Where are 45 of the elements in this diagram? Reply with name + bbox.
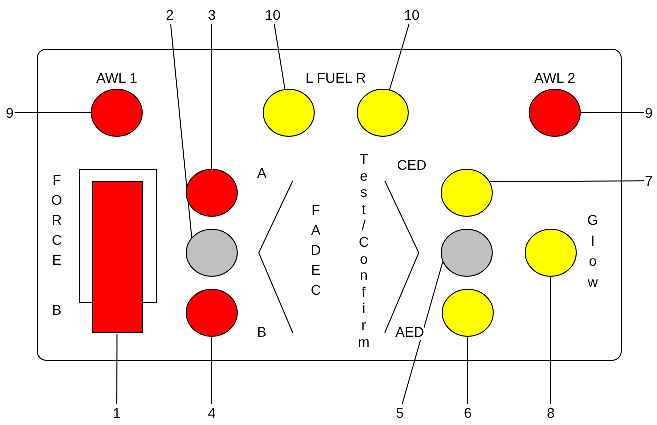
- indicator-light: [357, 89, 409, 137]
- indicator-light: [525, 229, 577, 277]
- leader-line: [389, 24, 410, 90]
- indicator-light: [529, 89, 581, 137]
- indicator-light: [441, 229, 493, 277]
- callout-number: 3: [208, 7, 216, 23]
- panel-label: L FUEL R: [306, 70, 366, 86]
- leader-line: [116, 334, 118, 404]
- indicator-light: [442, 289, 494, 337]
- callout-number: 1: [113, 405, 121, 421]
- callout-number: 10: [265, 7, 281, 23]
- vertical-label: Test/Confirm: [357, 151, 371, 350]
- leader-line: [488, 180, 645, 182]
- indicator-light: [91, 89, 143, 137]
- leader-line: [580, 112, 645, 114]
- panel-label: B: [257, 324, 267, 340]
- indicator-light: [186, 289, 238, 337]
- panel-label: CED: [397, 157, 427, 173]
- callout-number: 9: [6, 105, 14, 121]
- callout-number: 7: [645, 173, 653, 189]
- panel-label: AED: [396, 324, 424, 340]
- indicator-light: [263, 89, 315, 137]
- callout-number: 2: [166, 7, 174, 23]
- toggle-switch: [92, 181, 143, 333]
- indicator-light: [186, 229, 238, 277]
- callout-number: 8: [547, 405, 555, 421]
- indicator-light: [186, 169, 238, 217]
- panel-label: AWL 1: [96, 70, 138, 86]
- callout-number: 10: [404, 7, 420, 23]
- leader-line: [274, 24, 286, 90]
- panel-label: A: [257, 165, 267, 181]
- indicator-light: [441, 169, 493, 217]
- leader-line: [14, 112, 92, 114]
- vertical-label: FORCE: [50, 171, 64, 270]
- panel-label: AWL 2: [534, 70, 576, 86]
- panel-label: B: [52, 302, 62, 318]
- leader-line: [402, 262, 444, 404]
- leader-line: [550, 276, 552, 404]
- leader-line: [170, 24, 192, 238]
- callout-number: 5: [396, 405, 404, 421]
- vertical-label: FADEC: [310, 201, 322, 300]
- vertical-label: Glow: [586, 211, 600, 292]
- callout-number: 6: [464, 405, 472, 421]
- callout-number: 4: [208, 405, 216, 421]
- callout-number: 9: [645, 105, 653, 121]
